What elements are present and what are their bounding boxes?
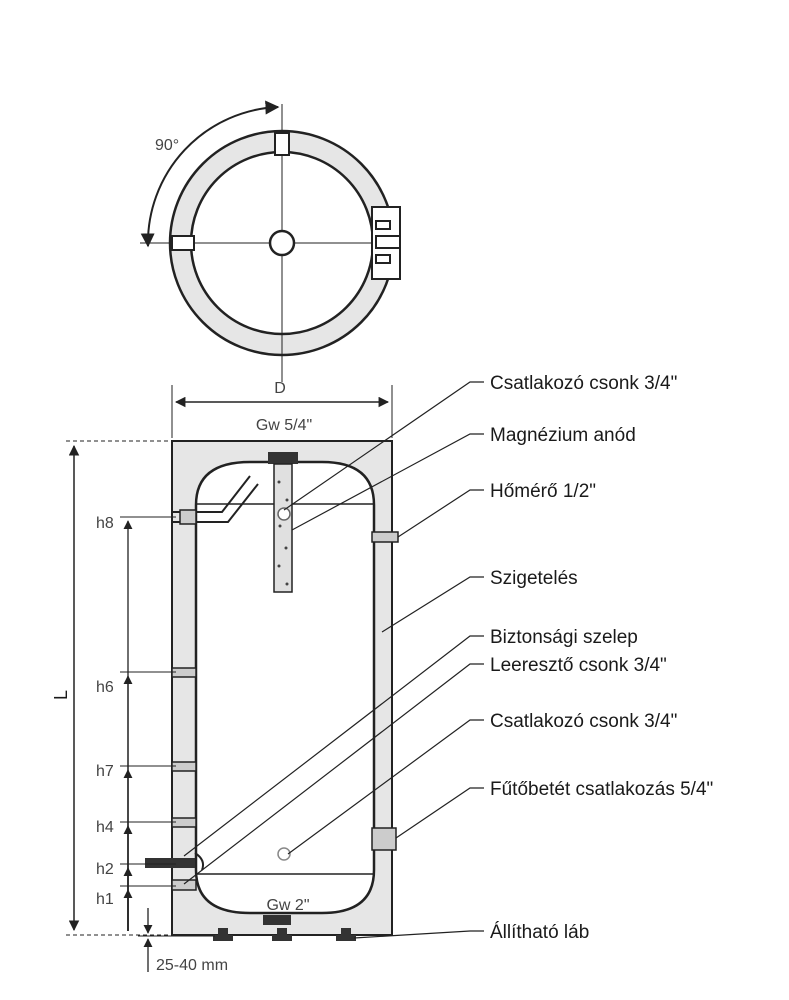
height-label-h7: h7 xyxy=(96,763,114,780)
thermometer-port xyxy=(371,531,399,543)
height-label-h4: h4 xyxy=(96,819,114,836)
callout-insulation: Szigetelés xyxy=(490,568,578,589)
tank-shell xyxy=(194,460,376,915)
callout-legs: Állítható láb xyxy=(490,922,589,943)
height-label-h1: h1 xyxy=(96,891,114,908)
callout-inlet-bottom: Csatlakozó csonk 3/4" xyxy=(490,711,677,732)
callout-heater: Fűtőbetét csatlakozás 5/4" xyxy=(490,779,713,800)
top-view: 90° xyxy=(140,100,401,382)
callout-drain: Leeresztő csonk 3/4" xyxy=(490,655,667,676)
rotation-arc-icon xyxy=(140,100,280,248)
height-label-h8: h8 xyxy=(96,515,114,532)
drain-port xyxy=(171,879,197,891)
side-view: D Gw 5/4" Gw 2" L h8 h6 h7 h4 h2 xyxy=(51,380,399,974)
rotation-angle-label: 90° xyxy=(155,137,179,154)
thermometer-socket xyxy=(277,507,291,521)
top-view-port-left xyxy=(171,235,195,251)
heater-socket xyxy=(277,847,291,861)
diameter-label: D xyxy=(274,380,286,397)
height-label-h2: h2 xyxy=(96,861,114,878)
height-label-h6: h6 xyxy=(96,679,114,696)
callout-labels: Csatlakozó csonk 3/4" Magnézium anód Hőm… xyxy=(490,373,713,943)
callout-safety-valve: Biztonsági szelep xyxy=(490,627,638,648)
bottom-connection-label: Gw 2" xyxy=(266,897,309,914)
magnesium-anode xyxy=(273,463,293,593)
top-connection xyxy=(268,452,298,464)
top-connection-label: Gw 5/4" xyxy=(256,417,312,434)
safety-valve xyxy=(145,858,195,868)
leg-range-label: 25-40 mm xyxy=(156,957,228,974)
length-label: L xyxy=(51,690,71,700)
callout-leaders xyxy=(183,381,484,939)
adjustable-legs xyxy=(213,928,356,941)
callout-thermometer: Hőmérő 1/2" xyxy=(490,481,596,502)
heater-flange xyxy=(371,827,397,851)
callout-anode: Magnézium anód xyxy=(490,425,636,446)
callout-inlet-top: Csatlakozó csonk 3/4" xyxy=(490,373,677,394)
top-view-center-port xyxy=(268,229,296,257)
top-view-port-top xyxy=(274,132,290,156)
